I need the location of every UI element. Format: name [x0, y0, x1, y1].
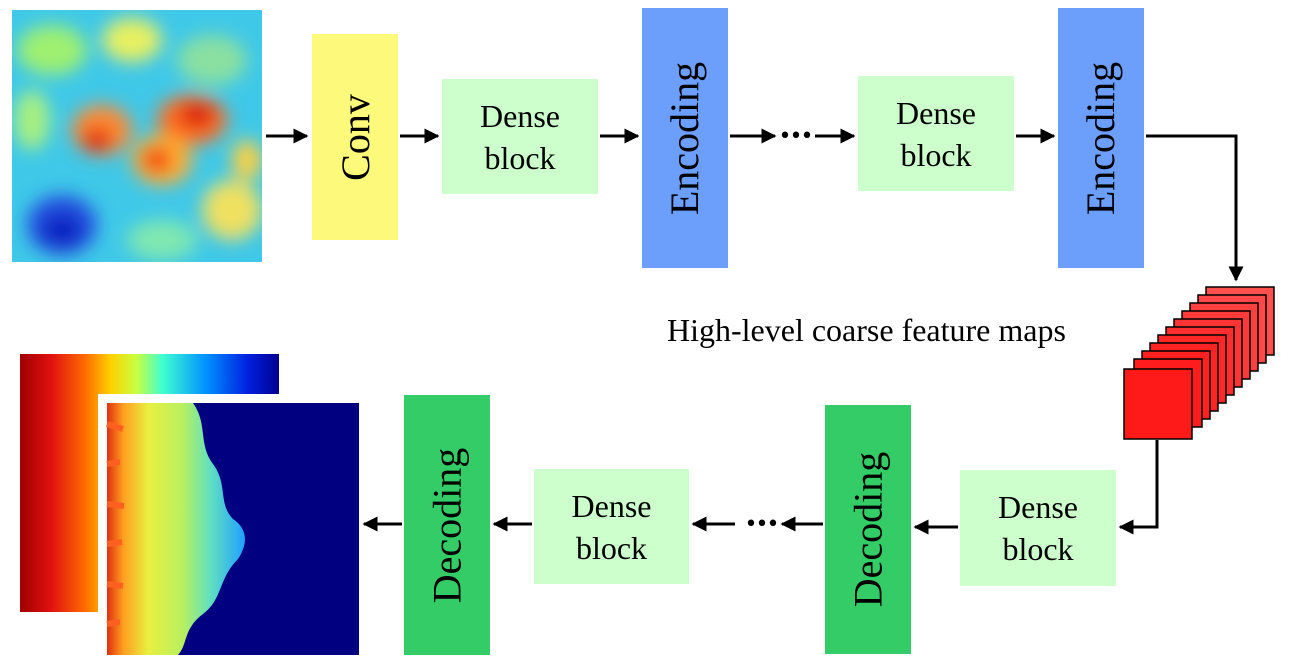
- encoding-block-1: Encoding: [642, 8, 728, 268]
- feature-maps-stack: [1123, 286, 1275, 440]
- decoding-block-2: Decoding: [404, 395, 490, 655]
- dense-block-2-line2: block: [900, 136, 972, 173]
- feature-maps-caption: High-level coarse feature maps: [667, 312, 1066, 348]
- dense-block-4: Dense block: [534, 469, 689, 584]
- conv-block: Conv: [312, 34, 398, 240]
- input-field-image: [12, 10, 262, 262]
- arrow-encoding2-to-feature-maps: [1146, 134, 1244, 282]
- dense-block-2: Dense block: [858, 76, 1014, 191]
- dense-block-1-line2: block: [484, 139, 556, 176]
- dense-block-4-line2: block: [575, 529, 648, 566]
- dense-block-3: Dense block: [960, 470, 1116, 586]
- arrow-feature-maps-to-dense3: [1118, 440, 1159, 535]
- decoding-block-1: Decoding: [825, 405, 911, 654]
- dense-block-3-line2: block: [1002, 531, 1074, 567]
- dense-block-3-line1: Dense: [998, 489, 1078, 525]
- dense-block-4-line1: Dense: [571, 487, 652, 524]
- ellipsis-decoder: •••: [744, 511, 780, 537]
- dense-block-2-line1: Dense: [896, 94, 976, 131]
- dense-block-1-line1: Dense: [480, 97, 560, 134]
- encoding-block-2: Encoding: [1058, 8, 1144, 268]
- output-saturation-image: [98, 394, 363, 662]
- ellipsis-encoder: •••: [778, 123, 814, 149]
- dense-block-1: Dense block: [442, 79, 598, 194]
